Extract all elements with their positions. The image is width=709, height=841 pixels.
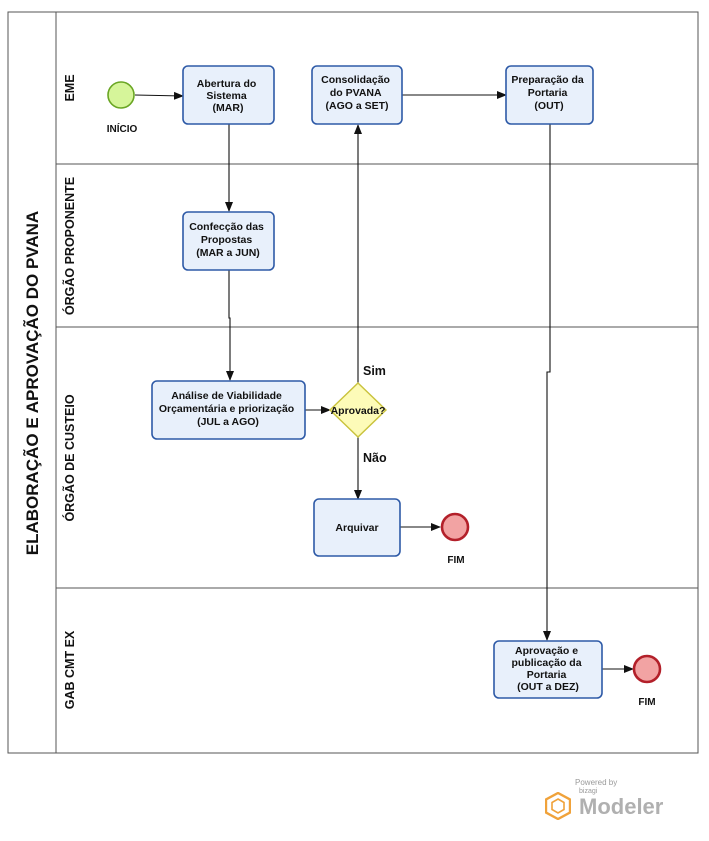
gateway-label: Aprovada? — [331, 405, 386, 417]
lane-label-orgao-proponente: ÓRGÃO PROPONENTE — [62, 177, 77, 315]
lane-label-eme: EME — [63, 74, 77, 101]
task-line: Portaria — [527, 669, 567, 681]
task-preparacao-portaria[interactable]: Preparação da Portaria (OUT) — [505, 65, 594, 125]
task-line: (MAR a JUN) — [196, 247, 260, 259]
task-aprovacao-publicacao[interactable]: Aprovação e publicação da Portaria (OUT … — [493, 640, 603, 699]
task-line: Portaria — [528, 87, 568, 99]
lane-label-orgao-custeio: ÓRGÃO DE CUSTEIO — [62, 394, 77, 521]
task-line: Orçamentária e priorização — [159, 403, 294, 415]
task-line: Sistema — [206, 90, 246, 102]
lane-label-gab-cmt-ex: GAB CMT EX — [63, 630, 77, 709]
flow-start-to-abertura — [134, 91, 184, 100]
start-event-label: INÍCIO — [107, 122, 138, 135]
task-line: (JUL a AGO) — [197, 416, 259, 428]
end-event-label-2: FIM — [638, 697, 655, 708]
powered-by-text: Powered by — [575, 778, 618, 787]
task-analise-viabilidade[interactable]: Análise de Viabilidade Orçamentária e pr… — [151, 380, 306, 440]
start-event[interactable] — [107, 81, 135, 109]
task-line: Abertura do — [197, 78, 257, 90]
task-consolidacao-pvana[interactable]: Consolidação do PVANA (AGO a SET) — [311, 65, 403, 125]
svg-text:Análise de Viabilidade O: Análise de Viabilidade Orçamentária e pr… — [159, 390, 297, 428]
task-line: Preparação da — [511, 74, 584, 86]
task-line: (AGO a SET) — [325, 100, 388, 112]
pool-label: ELABORAÇÃO E APROVAÇÃO DO PVANA — [22, 211, 42, 555]
flow-label-yes: Sim — [363, 364, 386, 378]
product-name: Modeler — [579, 794, 664, 819]
svg-text:Consolidação do PVANA: Consolidação do PVANA (AGO a SET) — [321, 74, 393, 112]
task-confeccao-propostas[interactable]: Confecção das Propostas (MAR a JUN) — [182, 211, 275, 271]
task-line: Arquivar — [335, 522, 378, 534]
svg-text:Confecção das Propostas: Confecção das Propostas (MAR a JUN) — [189, 221, 267, 259]
bizagi-branding: Powered by bizagi Modeler — [545, 778, 675, 828]
flow-preparacao-to-aprovacao — [543, 124, 551, 641]
svg-text:Abertura do Sistema: Abertura do Sistema (MAR) — [197, 78, 259, 114]
task-line: Confecção das — [189, 221, 264, 233]
task-line: publicação da — [512, 657, 582, 669]
end-event-arquivar[interactable] — [440, 512, 470, 542]
end-event-label-1: FIM — [447, 555, 464, 566]
task-line: (OUT) — [534, 100, 563, 112]
task-line: Consolidação — [321, 74, 390, 86]
end-event-aprovacao[interactable] — [632, 654, 662, 684]
svg-text:Arquivar: Arquivar — [335, 522, 378, 534]
task-line: do PVANA — [330, 87, 382, 99]
bizagi-logo-icon — [545, 792, 571, 820]
svg-text:Aprovação e publicação d: Aprovação e publicação da Portaria (OUT … — [512, 645, 585, 693]
task-abertura-do-sistema[interactable]: Abertura do Sistema (MAR) — [182, 65, 275, 125]
flow-confeccao-to-analise — [226, 270, 234, 381]
task-line: Aprovação e — [515, 645, 578, 657]
flow-label-no: Não — [363, 451, 387, 465]
svg-text:Preparação da Portaria: Preparação da Portaria (OUT) — [511, 74, 586, 112]
task-line: Análise de Viabilidade — [171, 390, 282, 402]
gateway-aprovada[interactable]: Aprovada? — [328, 382, 388, 438]
task-line: Propostas — [201, 234, 253, 246]
task-line: (MAR) — [213, 102, 244, 114]
task-line: (OUT a DEZ) — [517, 681, 579, 693]
vendor-text: bizagi — [579, 788, 598, 795]
task-arquivar[interactable]: Arquivar — [313, 498, 401, 557]
pool-frame — [7, 11, 699, 754]
